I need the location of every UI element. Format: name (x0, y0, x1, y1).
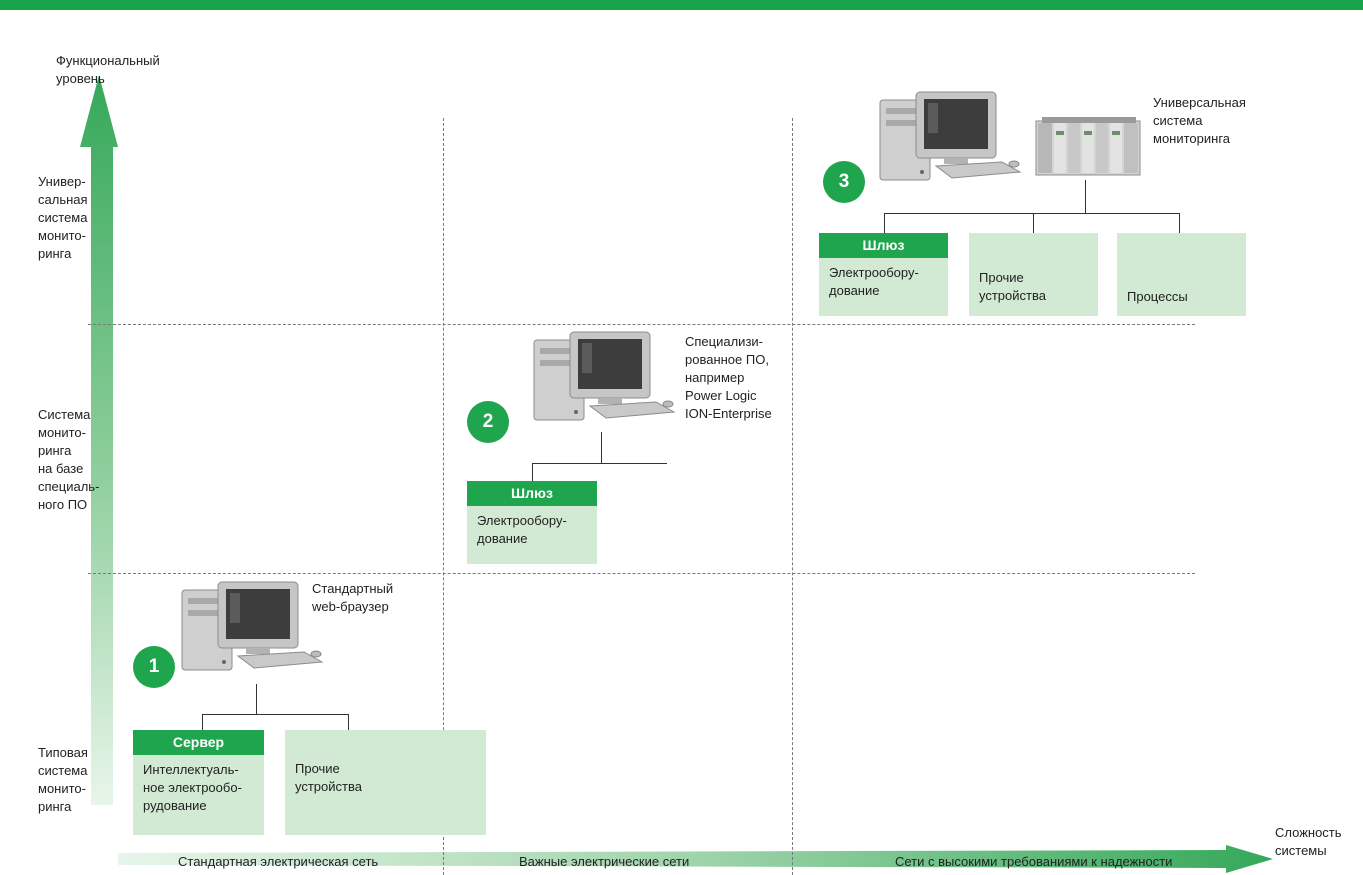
level-label-typical: Типовая система монито- ринга (38, 745, 88, 814)
box-text-other-devices: Прочие устройства (979, 270, 1046, 303)
connector-line (532, 463, 533, 481)
connector-line (202, 714, 203, 730)
box-text-electrical-equipment: Электрообору- дование (829, 265, 919, 298)
box-header-server: Сервер (133, 730, 264, 755)
x-segment-high-reliability: Сети с высокими требованиями к надежност… (895, 854, 1173, 869)
box-text-electrical-equipment: Электрообору- дование (477, 513, 567, 546)
plc-rack-icon (1035, 117, 1141, 176)
desktop-computer-icon (533, 331, 676, 421)
horizontal-axis-arrow (118, 845, 1273, 873)
level-badge-2: 2 (467, 401, 509, 443)
connector-line (1179, 213, 1180, 233)
vertical-axis-arrow (80, 75, 118, 805)
connector-line (884, 213, 885, 233)
level-badge-3: 3 (823, 161, 865, 203)
x-axis-title: Сложность системы (1275, 825, 1342, 858)
box-text-processes: Процессы (1127, 289, 1188, 304)
top-accent-bar (0, 0, 1363, 10)
desktop-computer-icon (181, 581, 324, 671)
box-text-intelligent-equipment: Интеллектуаль- ное электрообо- рудование (143, 762, 242, 813)
connector-line (601, 432, 602, 464)
connector-line (256, 684, 257, 714)
pc-caption-2: Специализи- рованное ПО, например Power … (685, 334, 772, 421)
box-text-other-devices: Прочие устройства (295, 761, 362, 794)
level-badge-1: 1 (133, 646, 175, 688)
column-divider-2 (792, 118, 793, 875)
connector-line (348, 714, 349, 730)
row-divider-1 (88, 324, 1195, 325)
pc-caption-1: Стандартный web-браузер (312, 581, 394, 614)
desktop-computer-icon (879, 91, 1022, 181)
level-label-specialized: Система монито- ринга на базе специаль- … (38, 407, 100, 512)
box-header-gateway: Шлюз (819, 233, 948, 258)
device-box-other-devices: Прочие устройства (285, 730, 486, 835)
device-box-gateway-2: Шлюз Электрообору- дование (467, 481, 597, 564)
box-header-gateway: Шлюз (467, 481, 597, 506)
device-box-gateway-3: Шлюз Электрообору- дование (819, 233, 948, 316)
device-box-server: Сервер Интеллектуаль- ное электрообо- ру… (133, 730, 264, 835)
plc-caption-3: Универсальная система мониторинга (1153, 95, 1246, 146)
device-box-processes: Процессы (1117, 233, 1246, 316)
connector-line (1033, 213, 1034, 233)
row-divider-2 (88, 573, 1195, 574)
connector-line (202, 714, 349, 715)
connector-line (884, 213, 1180, 214)
column-divider-1 (443, 118, 444, 875)
x-segment-important: Важные электрические сети (519, 854, 690, 869)
x-segment-standard: Стандартная электрическая сеть (178, 854, 379, 869)
y-axis-title: Функциональный уровень (56, 53, 160, 86)
connector-line (532, 463, 667, 464)
connector-line (1085, 180, 1086, 213)
level-label-universal: Универ- сальная система монито- ринга (38, 174, 88, 261)
device-box-other-devices-3: Прочие устройства (969, 233, 1098, 316)
